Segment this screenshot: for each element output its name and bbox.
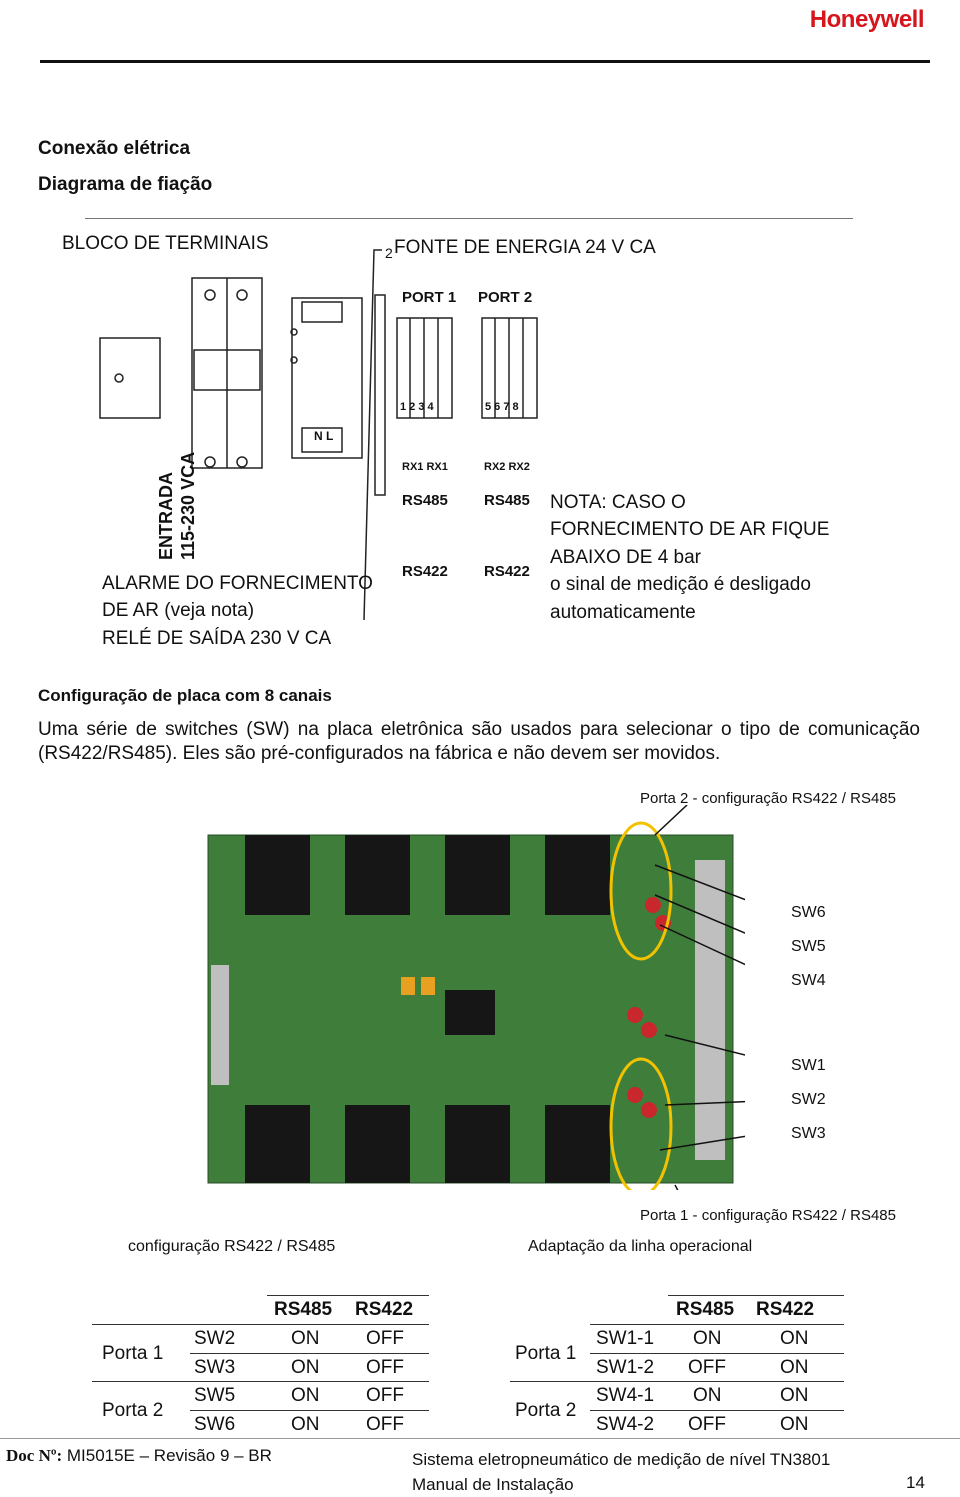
switch-label-sw5: SW5 [791,938,826,955]
left-sw6: SW6 [194,1414,236,1435]
right-sw4-1-rs485: ON [693,1385,722,1406]
right-col-rs485: RS485 [676,1299,735,1320]
left-sw5-rs422: OFF [366,1385,404,1406]
switch-label-sw3: SW3 [791,1125,826,1142]
header-rule [40,60,930,63]
left-col-rs422: RS422 [355,1299,414,1320]
right-sw1-2-rs422: ON [780,1357,809,1378]
left-port1: Porta 1 [102,1343,164,1364]
right-sw4-2-rs422: ON [780,1414,809,1435]
input-label-line2: 115-230 VCA [178,451,198,560]
right-table-rule [510,1381,844,1382]
right-sw1-1-rs422: ON [780,1328,809,1349]
right-port2: Porta 2 [515,1400,577,1421]
rs485-label-b: RS485 [484,492,530,509]
nl-label: N L [314,429,333,443]
right-sw1-1-rs485: ON [693,1328,722,1349]
doc-number: Doc Nº: MI5015E – Revisão 9 – BR [6,1446,272,1466]
left-table-top-rule [267,1295,429,1296]
note-line2: FORNECIMENTO DE AR FIQUE [550,519,830,540]
port2-config-label: Porta 2 - configuração RS422 / RS485 [640,790,896,807]
port1-config-label: Porta 1 - configuração RS422 / RS485 [640,1207,896,1224]
switch-label-sw1: SW1 [791,1057,826,1074]
left-table-rule [190,1353,429,1354]
footer-rule [0,1438,960,1439]
right-table-rule [590,1353,844,1354]
input-label-line1: ENTRADA [156,472,176,560]
left-sw2-rs422: OFF [366,1328,404,1349]
rx2-label: RX2 RX2 [484,461,530,473]
right-port1: Porta 1 [515,1343,577,1364]
left-sw5-rs485: ON [291,1385,320,1406]
terminal-block-label: BLOCO DE TERMINAIS [62,233,269,254]
diagram-top-rule [85,218,853,219]
right-sw4-1: SW4-1 [596,1385,655,1406]
right-sw1-2: SW1-2 [596,1357,655,1378]
left-table-rule [190,1410,429,1411]
section-title-wiring: Diagrama de fiação [38,174,213,195]
footer-system: Sistema eletropneumático de medição de n… [412,1450,831,1469]
honeywell-logo: Honeywell [809,6,925,33]
right-sw4-2-rs485: OFF [688,1414,726,1435]
config-paragraph: Uma série de switches (SW) na placa elet… [38,719,920,764]
right-sw1-1: SW1-1 [596,1328,655,1349]
right-sw1-2-rs485: OFF [688,1357,726,1378]
note-line3: ABAIXO DE 4 bar [550,547,702,568]
port1-label: PORT 1 [402,289,456,306]
pointer-number: 2 [385,245,393,261]
note-line1: NOTA: CASO O [550,492,686,513]
left-port2: Porta 2 [102,1400,164,1421]
note-line5: automaticamente [550,602,696,623]
right-table-top-rule [668,1295,844,1296]
left-sw3-rs485: ON [291,1357,320,1378]
switch-label-sw2: SW2 [791,1091,826,1108]
right-table-rule [590,1410,844,1411]
right-table-rule [590,1324,844,1325]
rs422-label-a: RS422 [402,563,448,580]
rs422-label-b: RS422 [484,563,530,580]
left-sw3-rs422: OFF [366,1357,404,1378]
left-sw6-rs485: ON [291,1414,320,1435]
left-sw6-rs422: OFF [366,1414,404,1435]
rx1-label: RX1 RX1 [402,461,448,473]
right-col-rs422: RS422 [756,1299,815,1320]
power-supply-label: FONTE DE ENERGIA 24 V CA [394,237,656,258]
left-sw3: SW3 [194,1357,236,1378]
doc-number-label: Doc Nº: [6,1446,63,1465]
right-table-caption: Adaptação da linha operacional [528,1238,753,1255]
alarm-label-line2: DE AR (veja nota) [102,600,255,621]
circuit-board-photo [207,805,745,1190]
right-sw4-2: SW4-2 [596,1414,655,1435]
config-title: Configuração de placa com 8 canais [38,686,332,705]
right-sw4-1-rs422: ON [780,1385,809,1406]
alarm-label-line3: RELÉ DE SAÍDA 230 V CA [102,628,332,649]
section-title-electrical: Conexão elétrica [38,138,191,159]
left-table-caption: configuração RS422 / RS485 [128,1238,336,1255]
wiring-diagram: PORT 1 PORT 2 N L 1 2 3 4 5 6 7 8 RX1 RX… [99,245,538,621]
alarm-label-line1: ALARME DO FORNECIMENTO [102,573,373,594]
terminal-digits-1: 1 2 3 4 [400,401,435,413]
left-sw2-rs485: ON [291,1328,320,1349]
port2-label: PORT 2 [478,289,532,306]
rs485-label-a: RS485 [402,492,448,509]
left-col-rs485: RS485 [274,1299,333,1320]
footer-manual: Manual de Instalação [412,1475,574,1494]
note-line4: o sinal de medição é desligado [550,574,811,595]
left-table-rule [92,1381,429,1382]
switch-label-sw6: SW6 [791,904,826,921]
doc-number-value: MI5015E – Revisão 9 – BR [66,1446,272,1465]
left-table-rule [92,1324,429,1325]
terminal-digits-2: 5 6 7 8 [485,401,519,413]
left-sw5: SW5 [194,1385,236,1406]
switch-label-sw4: SW4 [791,972,826,989]
left-sw2: SW2 [194,1328,236,1349]
page-number: 14 [906,1473,925,1492]
